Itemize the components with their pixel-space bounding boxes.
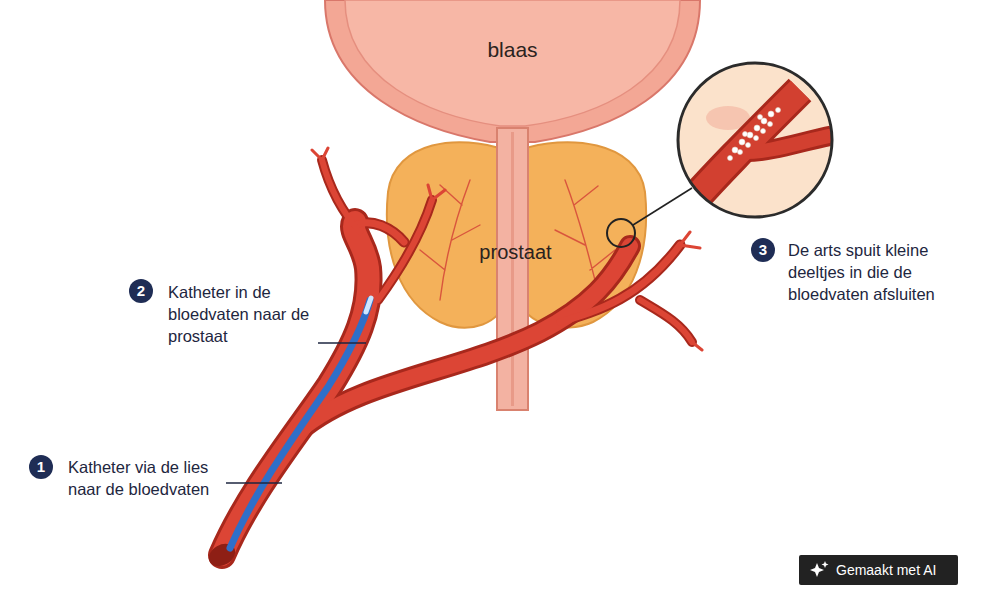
artery-cut-end — [205, 539, 239, 570]
organ-label: blaas — [325, 38, 700, 62]
magnifier — [678, 63, 840, 217]
callout-text: Katheter in de bloedvaten naar de prosta… — [168, 281, 318, 347]
callout-text: De arts spuit kleine deeltjes in die de … — [788, 239, 978, 305]
bladder-outline-part — [325, 0, 700, 142]
bladder-shape: blaas — [325, 0, 700, 145]
artery — [222, 222, 369, 555]
magnified-vessel — [680, 90, 840, 215]
vessel — [680, 90, 800, 215]
ai-badge: Gemaakt met AI — [799, 555, 958, 585]
particle — [761, 129, 766, 134]
particle — [739, 139, 745, 145]
badge-text: Gemaakt met AI — [836, 555, 936, 585]
prostate-outline-part — [420, 180, 615, 300]
artery — [322, 160, 360, 232]
prostate-outline-part — [387, 142, 505, 327]
vessel — [745, 134, 840, 152]
leader-line — [226, 482, 282, 484]
tissue-blush — [706, 106, 750, 130]
callout-number: 2 — [129, 279, 153, 303]
callout-text: Katheter via de lies naar de bloedvaten — [68, 456, 243, 500]
artery — [222, 222, 369, 555]
particle — [747, 132, 753, 138]
artery — [640, 300, 692, 342]
callout: 3De arts spuit kleine deeltjes in die de… — [751, 238, 775, 262]
particle — [776, 108, 781, 113]
catheter — [230, 300, 370, 548]
sparkle-icon — [803, 555, 833, 585]
particle — [768, 111, 774, 117]
callout-number: 1 — [29, 455, 53, 479]
magnifier-bg — [678, 63, 832, 217]
bladder-outline-part — [345, 0, 680, 126]
callout-number: 3 — [751, 238, 775, 262]
catheter-tip — [366, 298, 371, 312]
vessel — [745, 134, 840, 152]
urethra-lumen — [511, 132, 514, 406]
prostate-shape: prostaat — [383, 133, 648, 338]
leader-line — [318, 342, 366, 344]
organ-label: prostaat — [383, 241, 648, 264]
particle — [743, 132, 748, 137]
particle — [728, 156, 733, 161]
callout: 1Katheter via de lies naar de bloedvaten — [29, 455, 53, 479]
particle — [746, 143, 751, 148]
particle — [732, 147, 738, 153]
particles — [728, 108, 781, 161]
particle — [758, 115, 763, 120]
particle — [761, 118, 767, 124]
magnifier-ring — [678, 63, 832, 217]
particle — [754, 125, 760, 131]
particle — [738, 150, 743, 155]
vessel — [680, 90, 800, 215]
prostate-outline — [383, 133, 648, 338]
particle — [754, 136, 759, 141]
sparkle-icon-part — [822, 561, 829, 568]
callout: 2Katheter in de bloedvaten naar de prost… — [129, 279, 153, 303]
sparkle-icon-part — [810, 563, 824, 577]
artery — [322, 160, 360, 232]
bladder-outline — [325, 0, 700, 145]
particle — [768, 122, 773, 127]
artery — [640, 300, 692, 342]
